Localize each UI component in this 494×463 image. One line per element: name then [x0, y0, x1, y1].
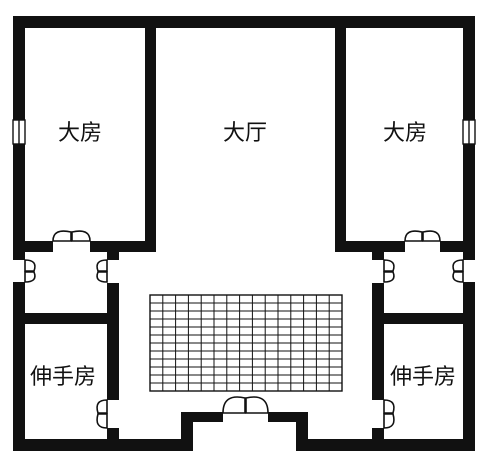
- right-wing-inner-wall-upper: [372, 252, 384, 260]
- left-side-room-top-wall: [13, 313, 119, 324]
- label-hall: 大厅: [223, 121, 267, 146]
- outer-wall-bottom-left: [13, 439, 183, 451]
- outer-wall-bottom-right: [300, 439, 475, 451]
- wall-right-bedroom-bottom-a: [335, 241, 405, 252]
- door-left-inner-icon: [96, 259, 108, 283]
- wall-right-bedroom-bottom-b: [440, 241, 475, 252]
- label-left-bedroom: 大房: [58, 121, 102, 146]
- door-left-outer-icon: [24, 259, 36, 283]
- outer-wall-left-lower: [13, 282, 25, 450]
- label-right-side-room: 伸手房: [390, 365, 456, 390]
- door-right-inner-icon: [383, 259, 395, 283]
- door-main-entrance-icon: [222, 396, 269, 414]
- windows: [12, 119, 476, 145]
- outer-wall-right-lower: [463, 282, 475, 450]
- entrance-wall-top-left: [181, 412, 223, 422]
- door-left-side-room-icon: [96, 399, 108, 429]
- label-left-side-room: 伸手房: [30, 365, 96, 390]
- left-wing-inner-wall-mid: [107, 283, 119, 400]
- courtyard-grid: [149, 294, 343, 392]
- label-right-bedroom: 大房: [383, 121, 427, 146]
- right-side-room-top-wall: [372, 313, 475, 324]
- wall-left-bedroom-bottom-a: [13, 241, 53, 252]
- left-wing-inner-wall-lower: [107, 428, 119, 451]
- left-wing-inner-wall-upper: [107, 252, 119, 260]
- right-wing-inner-wall-mid: [372, 283, 384, 400]
- room-labels: 大房 大厅 大房 伸手房 伸手房: [30, 121, 456, 390]
- door-right-outer-icon: [452, 259, 464, 283]
- wall-left-bedroom-bottom-b: [90, 241, 156, 252]
- wall-left-bedroom-hall: [145, 16, 156, 252]
- wall-hall-right-bedroom: [335, 16, 346, 252]
- door-right-bedroom-icon: [404, 230, 441, 242]
- door-right-side-room-icon: [383, 399, 395, 429]
- right-wing-inner-wall-lower: [372, 428, 384, 451]
- outer-wall-top: [13, 16, 475, 28]
- doors: [24, 230, 464, 429]
- door-left-bedroom-icon: [52, 230, 91, 242]
- entrance-wall-top-right: [268, 412, 308, 422]
